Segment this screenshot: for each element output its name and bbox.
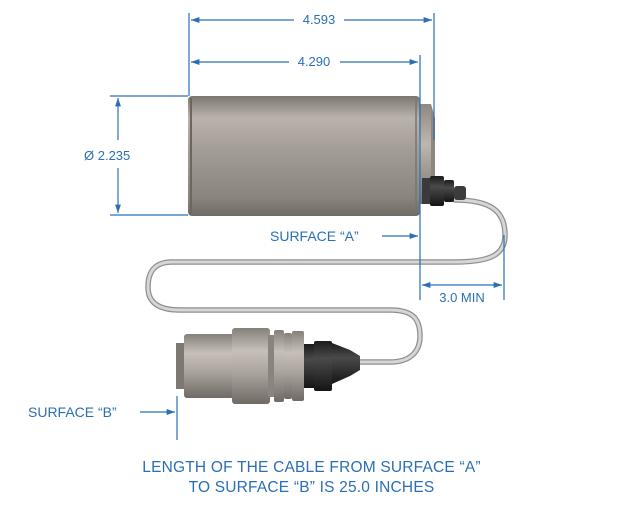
note-line-2: TO SURFACE “B” IS 25.0 INCHES [188,479,435,496]
cable [145,197,508,365]
cable-connector [176,328,360,404]
diameter-value: Ø 2.235 [84,148,130,163]
surface-b-marker: SURFACE “B” [28,396,178,440]
overall-length-value: 4.593 [303,12,336,27]
surface-b-label: SURFACE “B” [28,404,117,420]
cable-length-note: LENGTH OF THE CABLE FROM SURFACE “A” TO … [0,458,623,498]
surface-a-marker: SURFACE “A” [270,228,418,244]
note-line-1: LENGTH OF THE CABLE FROM SURFACE “A” [142,459,481,476]
dim-body-length: 4.290 [191,54,421,240]
dim-diameter: Ø 2.235 [84,95,188,216]
dim-min-bend: 3.0 MIN [419,235,505,305]
body-length-value: 4.290 [298,54,331,69]
sensor-housing [188,96,435,216]
surface-a-label: SURFACE “A” [270,228,359,244]
dim-overall-length: 4.593 [188,12,435,140]
min-bend-value: 3.0 MIN [439,290,485,305]
housing-connector [422,176,466,206]
